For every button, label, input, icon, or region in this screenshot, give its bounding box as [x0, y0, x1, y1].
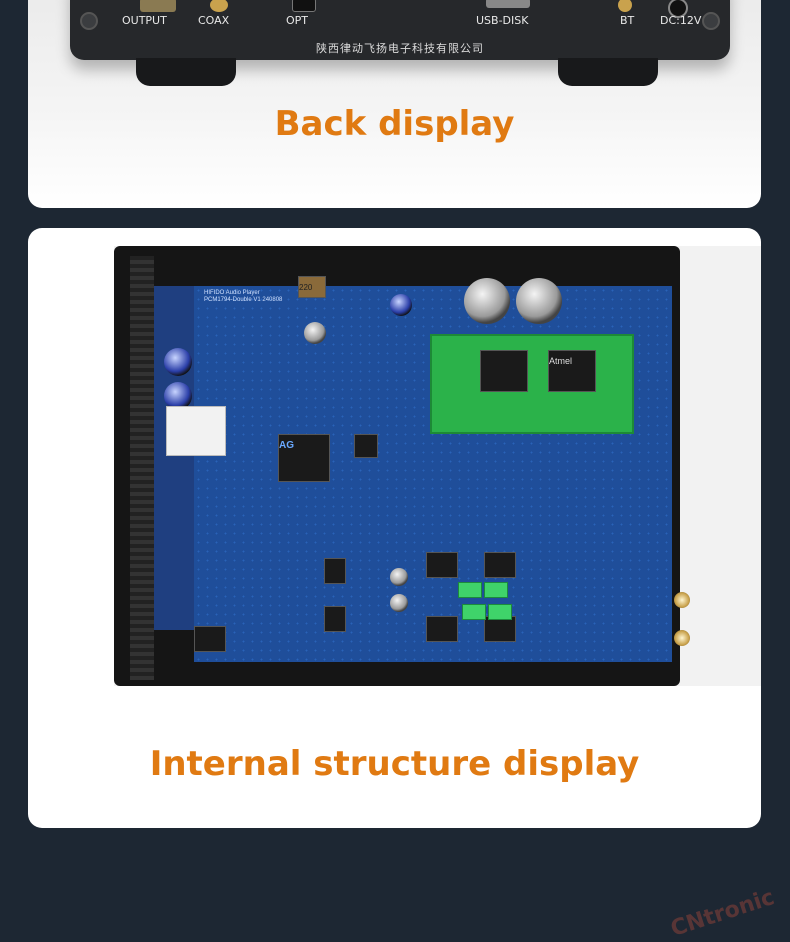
opamp-chip [426, 552, 458, 578]
back-display-caption: Back display [274, 104, 515, 144]
usb-port [486, 0, 530, 8]
output-port [140, 0, 176, 12]
capacitor [390, 568, 408, 586]
port-label-output: OUTPUT [122, 14, 167, 27]
chip-label: AG [279, 440, 294, 451]
capacitor [164, 348, 192, 376]
capacitor [516, 278, 562, 324]
pcb-silkscreen-text: HIFIDO Audio Player PCM1794-Double V1 24… [204, 290, 282, 304]
inductor: 220 [298, 276, 326, 298]
pcb-text-line: HIFIDO Audio Player [204, 290, 260, 296]
capacitor [164, 382, 192, 410]
port-label-usb-disk: USB-DISK [476, 14, 529, 27]
opamp-chip [194, 626, 226, 652]
green-block [458, 582, 482, 598]
port-label-dc: DC:12V [660, 14, 702, 27]
main-processor-chip: AG [278, 434, 330, 482]
chip [324, 606, 346, 632]
port-label-opt: OPT [286, 14, 309, 27]
opamp-chip [426, 616, 458, 642]
heatsink [130, 256, 154, 680]
back-display-card: OUTPUT COAX OPT USB-DISK BT DC:12V 陕西律动飞… [28, 0, 761, 208]
company-name-text: 陕西律动飞扬电子科技有限公司 [316, 43, 484, 55]
ribbon-cable [166, 406, 226, 456]
internal-structure-card: HIFIDO Audio Player PCM1794-Double V1 24… [28, 228, 761, 828]
main-pcb: HIFIDO Audio Player PCM1794-Double V1 24… [164, 276, 672, 662]
green-block [488, 604, 512, 620]
device-chassis: HIFIDO Audio Player PCM1794-Double V1 24… [114, 246, 690, 686]
opamp-chip [484, 616, 516, 642]
device-back-panel-image: OUTPUT COAX OPT USB-DISK BT DC:12V 陕西律动飞… [70, 0, 730, 60]
daughter-board: Atmel [430, 334, 634, 434]
device-foot [136, 58, 236, 86]
chip-label: Atmel [549, 356, 573, 366]
side-board [154, 286, 194, 630]
screw-icon [702, 12, 720, 30]
opt-port [292, 0, 316, 12]
green-block [484, 582, 508, 598]
opamp-chip [484, 552, 516, 578]
screw-icon [80, 12, 98, 30]
bt-antenna-port [618, 0, 632, 12]
pcb-text-line: PCM1794-Double V1 240808 [204, 297, 283, 303]
capacitor [390, 594, 408, 612]
chip: Atmel [548, 350, 596, 392]
brand-watermark: CNtronic [667, 885, 778, 942]
rca-connector [674, 630, 690, 646]
port-label-bt: BT [620, 14, 635, 27]
device-foot [558, 58, 658, 86]
coax-port [210, 0, 228, 12]
capacitor [464, 278, 510, 324]
internal-structure-caption: Internal structure display [149, 744, 640, 784]
chip [324, 558, 346, 584]
port-label-coax: COAX [198, 14, 230, 27]
rca-connector [674, 592, 690, 608]
inductor-label: 220 [299, 283, 313, 292]
green-block [462, 604, 486, 620]
chip [480, 350, 528, 392]
internal-pcb-photo: HIFIDO Audio Player PCM1794-Double V1 24… [114, 246, 761, 686]
capacitor [390, 294, 412, 316]
chip [354, 434, 378, 458]
dc-power-port [668, 0, 688, 18]
capacitor [304, 322, 326, 344]
